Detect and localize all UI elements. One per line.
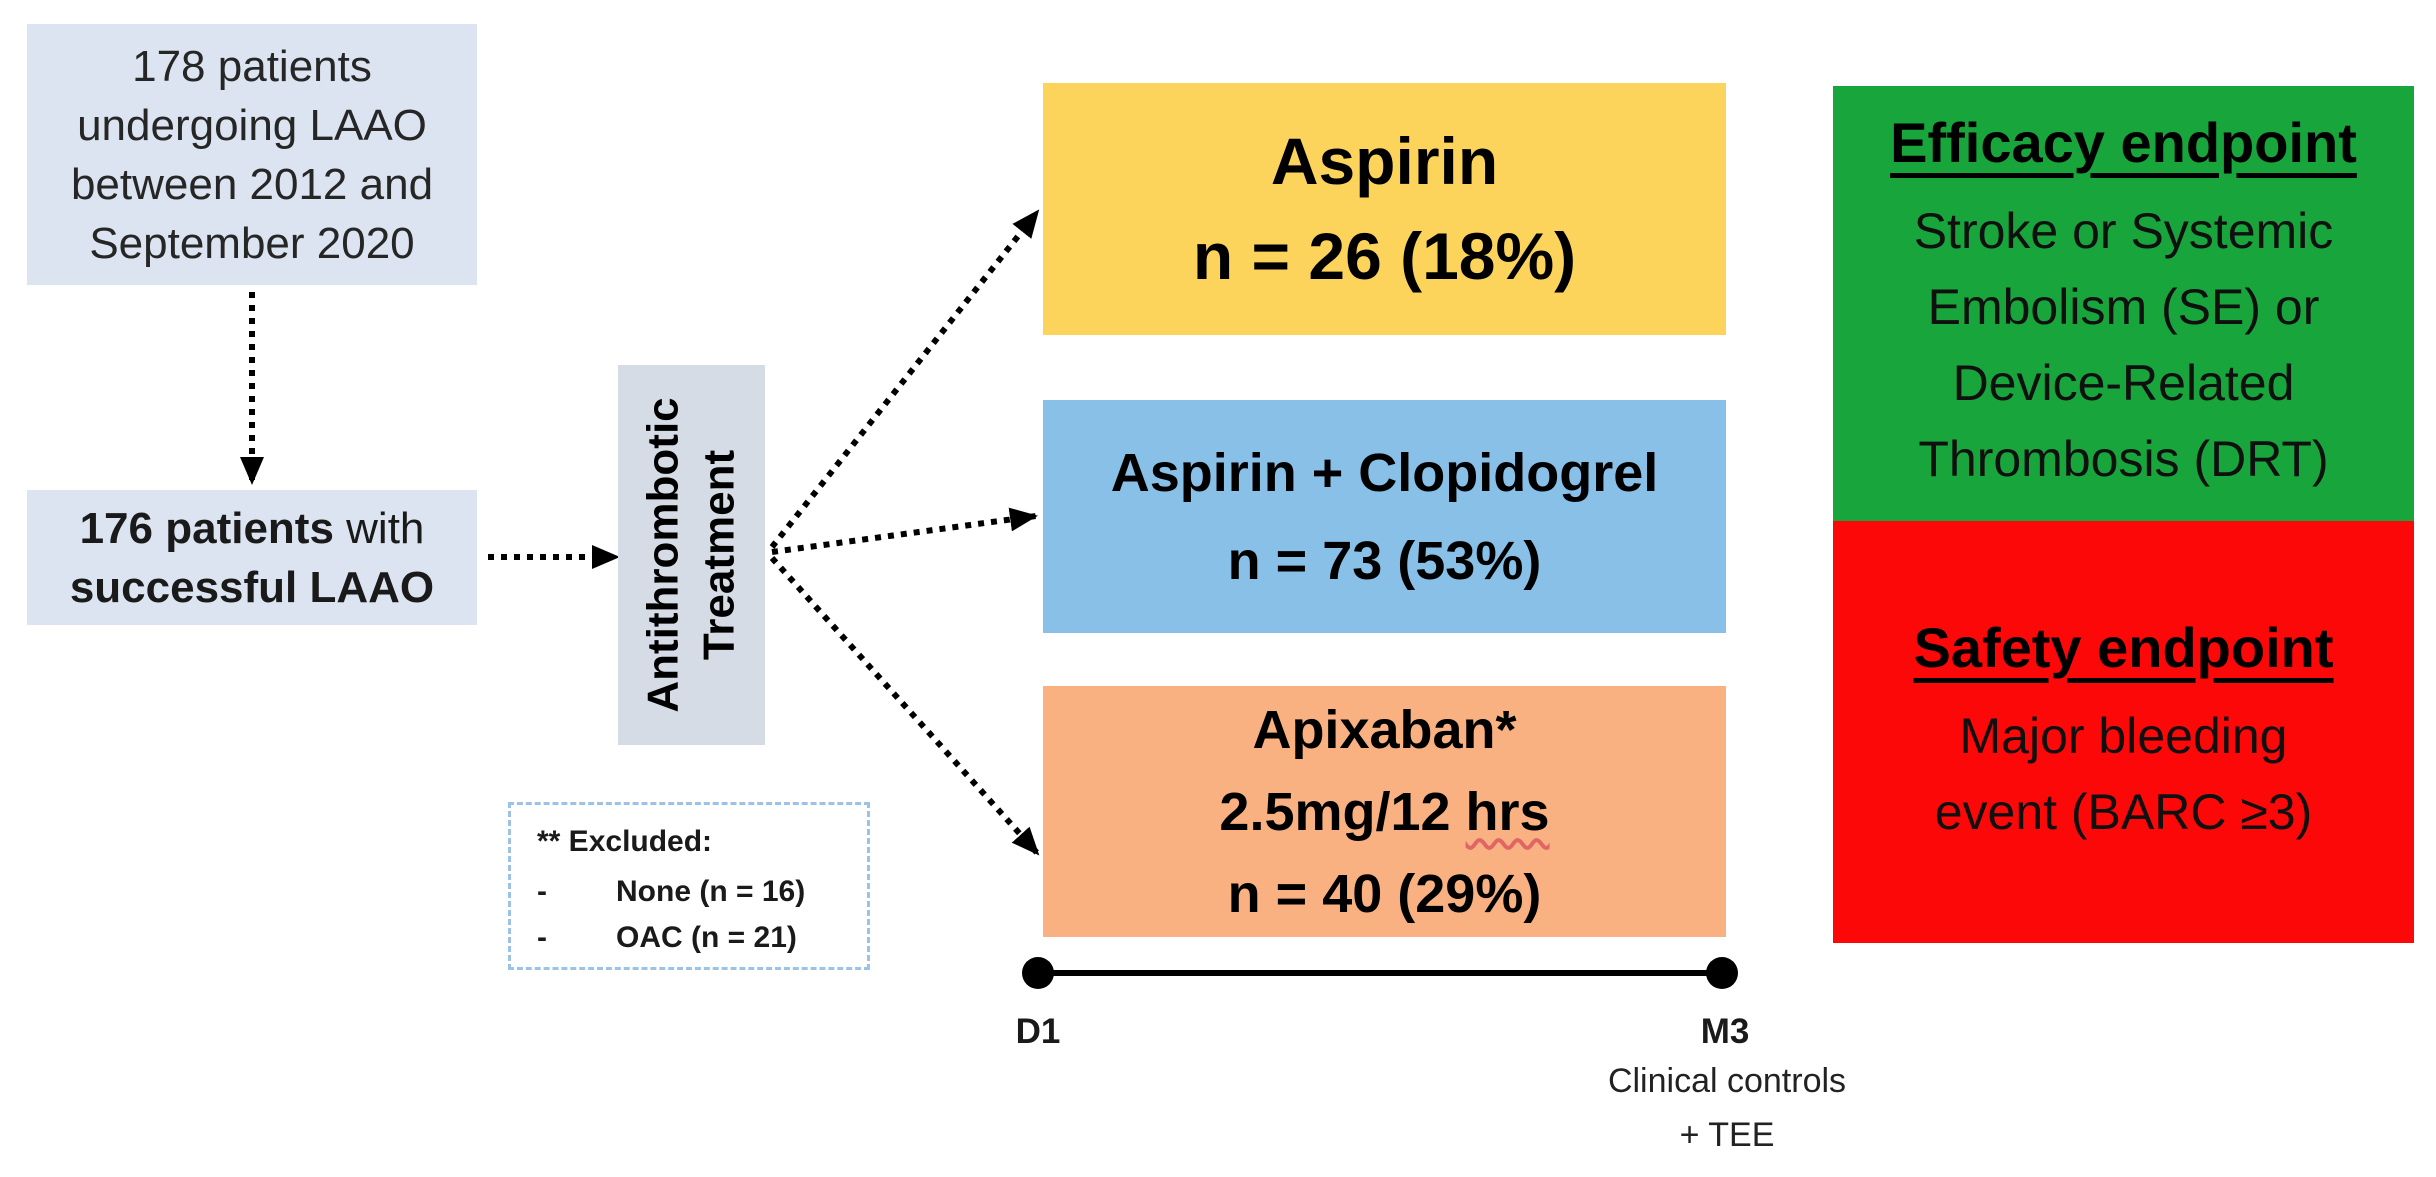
excluded-bullet: - [537, 921, 547, 954]
arrow-treatment-to-aspirin-clopidogrel [771, 507, 1038, 555]
apixaban-name: Apixaban* [1252, 699, 1517, 760]
apixaban-dose-prefix: 2.5mg/12 [1219, 781, 1466, 842]
aspirin-count: n = 26 (18%) [1192, 219, 1577, 293]
timeline-start-dot [1022, 957, 1054, 989]
excluded-note-box: ** Excluded: - None (n = 16) - OAC (n = … [508, 802, 870, 970]
efficacy-endpoint-body: Stroke or Systemic Embolism (SE) or Devi… [1890, 193, 2357, 497]
excluded-item: - None (n = 16) [537, 869, 867, 915]
excluded-item: - OAC (n = 21) [537, 915, 867, 961]
efficacy-endpoint-title: Efficacy endpoint [1890, 111, 2357, 174]
timeline-clinical-controls-note: Clinical controls [1607, 1062, 1847, 1100]
apixaban-arm-box: Apixaban* 2.5mg/12 hrs n = 40 (29%) [1043, 686, 1726, 937]
arrow-treatment-to-aspirin [769, 209, 1041, 549]
antithrombotic-treatment-box: Antithrombotic Treatment [618, 365, 765, 745]
timeline-start-label: D1 [1015, 1012, 1061, 1051]
excluded-item-label: None (n = 16) [616, 875, 806, 908]
timeline-end-dot [1706, 957, 1738, 989]
enrollment-text: 178 patients undergoing LAAO between 201… [71, 37, 433, 273]
enrollment-box: 178 patients undergoing LAAO between 201… [27, 24, 477, 285]
excluded-title: ** Excluded: [537, 825, 713, 858]
safety-endpoint-body: Major bleeding event (BARC ≥3) [1913, 698, 2333, 850]
aspirin-clopidogrel-arm-text: Aspirin + Clopidogrel n = 73 (53%) [1111, 429, 1659, 605]
aspirin-name: Aspirin [1270, 124, 1499, 198]
enrollment-line: 178 patients [132, 41, 372, 91]
enrollment-line: undergoing LAAO [77, 100, 427, 150]
safety-line: Major bleeding [1959, 707, 2288, 764]
excluded-item-label: OAC (n = 21) [616, 921, 797, 954]
successful-laao-text: 176 patients with successful LAAO [70, 499, 434, 617]
treatment-line1: Antithrombotic [638, 397, 688, 713]
efficacy-line: Stroke or Systemic [1913, 203, 2334, 259]
aspirin-clopidogrel-count: n = 73 (53%) [1227, 530, 1542, 591]
timeline-tee-note: + TEE [1679, 1116, 1775, 1154]
arrow-treatment-to-apixaban [769, 555, 1041, 857]
safety-line: event (BARC ≥3) [1934, 783, 2313, 840]
enrollment-line: between 2012 and [70, 159, 434, 209]
treatment-line2: Treatment [694, 449, 744, 661]
aspirin-arm-box: Aspirin n = 26 (18%) [1043, 83, 1726, 335]
timeline-axis [1022, 957, 1738, 989]
apixaban-dose-unit: hrs [1465, 781, 1550, 842]
aspirin-clopidogrel-name: Aspirin + Clopidogrel [1110, 442, 1659, 503]
apixaban-arm-text: Apixaban* 2.5mg/12 hrs n = 40 (29%) [1219, 689, 1549, 935]
excluded-bullet: - [537, 875, 547, 908]
successful-laao-box: 176 patients with successful LAAO [27, 490, 477, 625]
efficacy-line: Embolism (SE) or [1927, 279, 2320, 335]
successful-with: with [333, 503, 425, 553]
safety-endpoint-box: Safety endpoint Major bleeding event (BA… [1833, 521, 2414, 943]
aspirin-clopidogrel-arm-box: Aspirin + Clopidogrel n = 73 (53%) [1043, 400, 1726, 633]
enrollment-line: September 2020 [89, 218, 415, 268]
safety-endpoint-text: Safety endpoint Major bleeding event (BA… [1913, 615, 2333, 850]
apixaban-dose: 2.5mg/12 hrs [1219, 771, 1549, 853]
safety-endpoint-title: Safety endpoint [1913, 615, 2334, 679]
successful-count: 176 patients [79, 503, 334, 553]
antithrombotic-treatment-label: Antithrombotic Treatment [636, 397, 748, 712]
timeline-end-label: M3 [1700, 1012, 1750, 1051]
efficacy-endpoint-text: Efficacy endpoint Stroke or Systemic Emb… [1890, 110, 2357, 497]
successful-label: successful LAAO [69, 562, 435, 612]
aspirin-arm-text: Aspirin n = 26 (18%) [1193, 114, 1576, 304]
efficacy-line: Thrombosis (DRT) [1918, 431, 2329, 487]
apixaban-count: n = 40 (29%) [1227, 863, 1542, 924]
efficacy-endpoint-box: Efficacy endpoint Stroke or Systemic Emb… [1833, 86, 2414, 521]
efficacy-line: Device-Related [1952, 355, 2295, 411]
